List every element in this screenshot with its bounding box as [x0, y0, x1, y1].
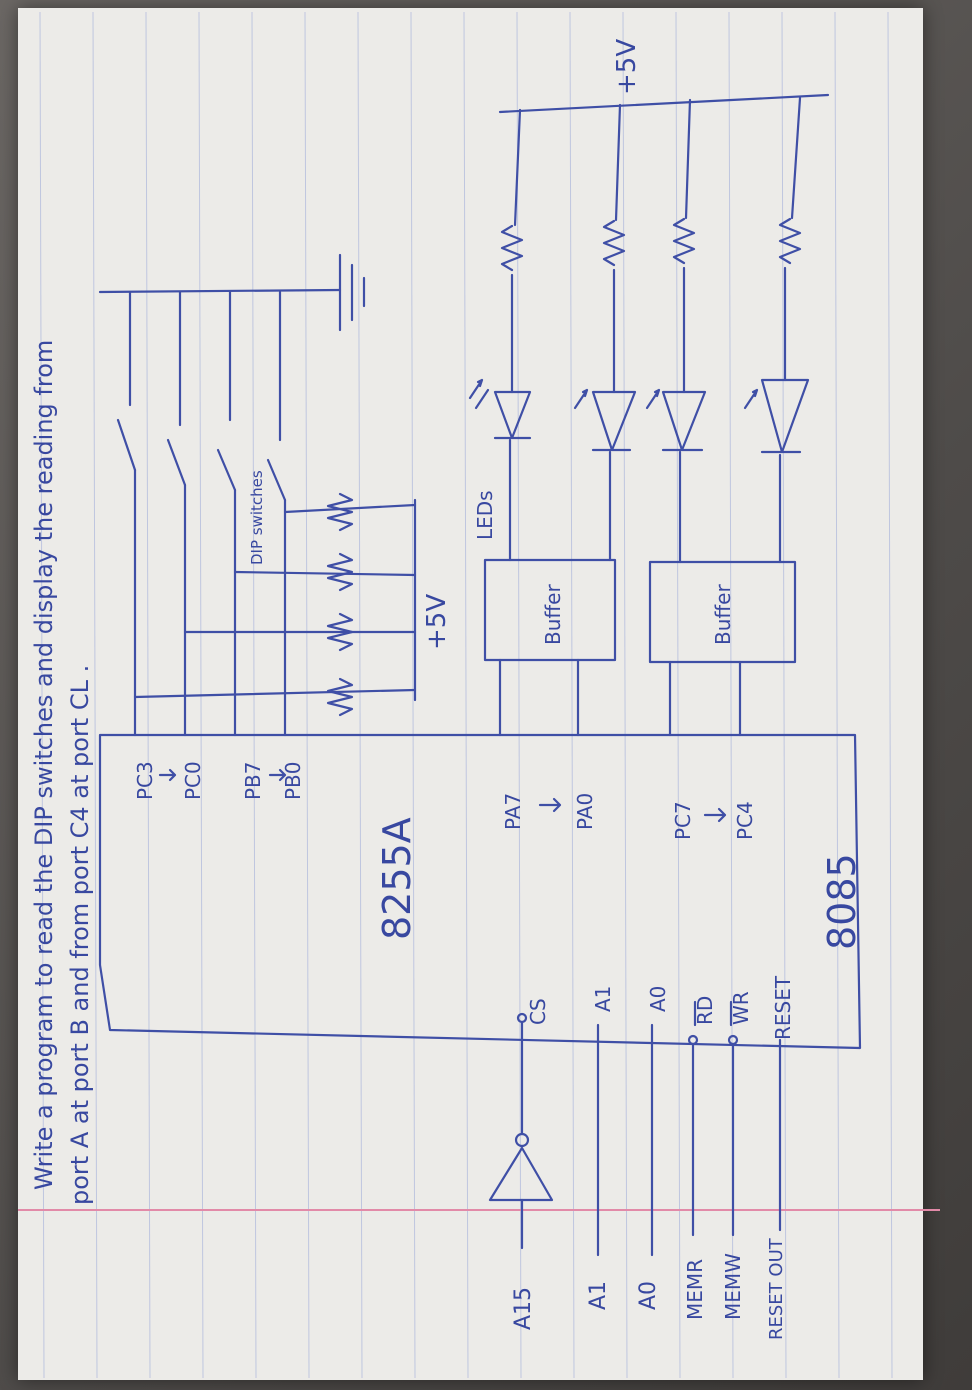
led-1 [493, 390, 532, 440]
ruled-line [834, 11, 840, 1379]
dip-switch-2 [166, 438, 187, 487]
led-diodes [468, 378, 810, 454]
ruled-line [781, 11, 787, 1379]
led-5v-rail [498, 93, 830, 114]
input-label-memw: MEMW [721, 1253, 745, 1320]
leds-label: LEDs [473, 490, 497, 540]
ground-bus [98, 288, 342, 294]
pin-label-wr: WR [729, 991, 753, 1025]
dip-switches-label: DIP switches [248, 470, 266, 565]
input-label-a15: A15 [511, 1287, 536, 1330]
buffer-b-box [648, 560, 797, 664]
question-line-1: Write a program to read the DIP switches… [30, 340, 58, 1190]
chip-8085-label: 8085 [820, 853, 864, 950]
chip-outline [98, 733, 862, 1050]
pin-label-pb0: PB0 [281, 761, 305, 800]
buffer-output-lines [508, 438, 782, 564]
ruled-line [516, 11, 522, 1379]
dip-switch-1 [116, 418, 137, 472]
ruled-line [92, 11, 98, 1379]
not-gate-bubble [514, 1132, 530, 1148]
buffer-a-label: Buffer [541, 584, 565, 645]
ruled-line [357, 11, 363, 1379]
ruled-line [304, 11, 310, 1379]
pin-label-a1: A1 [591, 986, 615, 1012]
led-4 [760, 378, 810, 454]
pin-label-a0: A0 [646, 986, 670, 1012]
range-arrows [158, 768, 727, 823]
buffer-a-box [483, 558, 617, 662]
input-signal-lines [488, 1012, 782, 1257]
plus5v-mid-label: +5V [422, 594, 452, 650]
chip-8255a-label: 8255A [375, 817, 419, 940]
ruled-line [410, 11, 416, 1379]
buffer-b-label: Buffer [711, 584, 735, 645]
ruled-lines [39, 11, 893, 1379]
pin-label-pa7: PA7 [501, 793, 525, 830]
pin-label-pc0: PC0 [181, 761, 205, 800]
ruled-line [622, 11, 628, 1379]
pin-label-rd: RD [693, 996, 717, 1025]
pin-label-pc3: PC3 [133, 761, 157, 800]
pin-label-pc4: PC4 [733, 801, 757, 840]
ruled-line [675, 11, 681, 1379]
dip-switch-wiring [98, 253, 417, 737]
not-gate [488, 1146, 554, 1202]
pullup-resistors [326, 492, 354, 717]
input-label-memr: MEMR [683, 1259, 707, 1320]
input-label-a0: A0 [636, 1281, 661, 1310]
pin-label-pc7: PC7 [671, 801, 695, 840]
dip-switch-3 [216, 448, 237, 492]
pin-label-pb7: PB7 [241, 761, 265, 800]
notebook-page [18, 8, 923, 1380]
buffer-input-lines [498, 658, 742, 737]
question-line-2: port A at port B and from port C4 at por… [66, 665, 94, 1205]
ruled-line [39, 11, 45, 1379]
led-2 [591, 390, 637, 452]
pin-label-cs: CS [526, 998, 550, 1025]
pin-label-reset: RESET [771, 975, 795, 1040]
ruled-line [463, 11, 469, 1379]
ruled-line [145, 11, 151, 1379]
input-label-reset-out: RESET OUT [766, 1237, 787, 1340]
input-label-a1: A1 [586, 1281, 611, 1310]
plus5v-top-label: +5V [612, 39, 642, 95]
pin-label-pa0: PA0 [573, 793, 597, 830]
led-wiring [498, 93, 830, 394]
led-3 [661, 390, 707, 452]
ruled-line [887, 11, 893, 1379]
dip-switch-4 [266, 458, 287, 502]
ruled-line [569, 11, 575, 1379]
